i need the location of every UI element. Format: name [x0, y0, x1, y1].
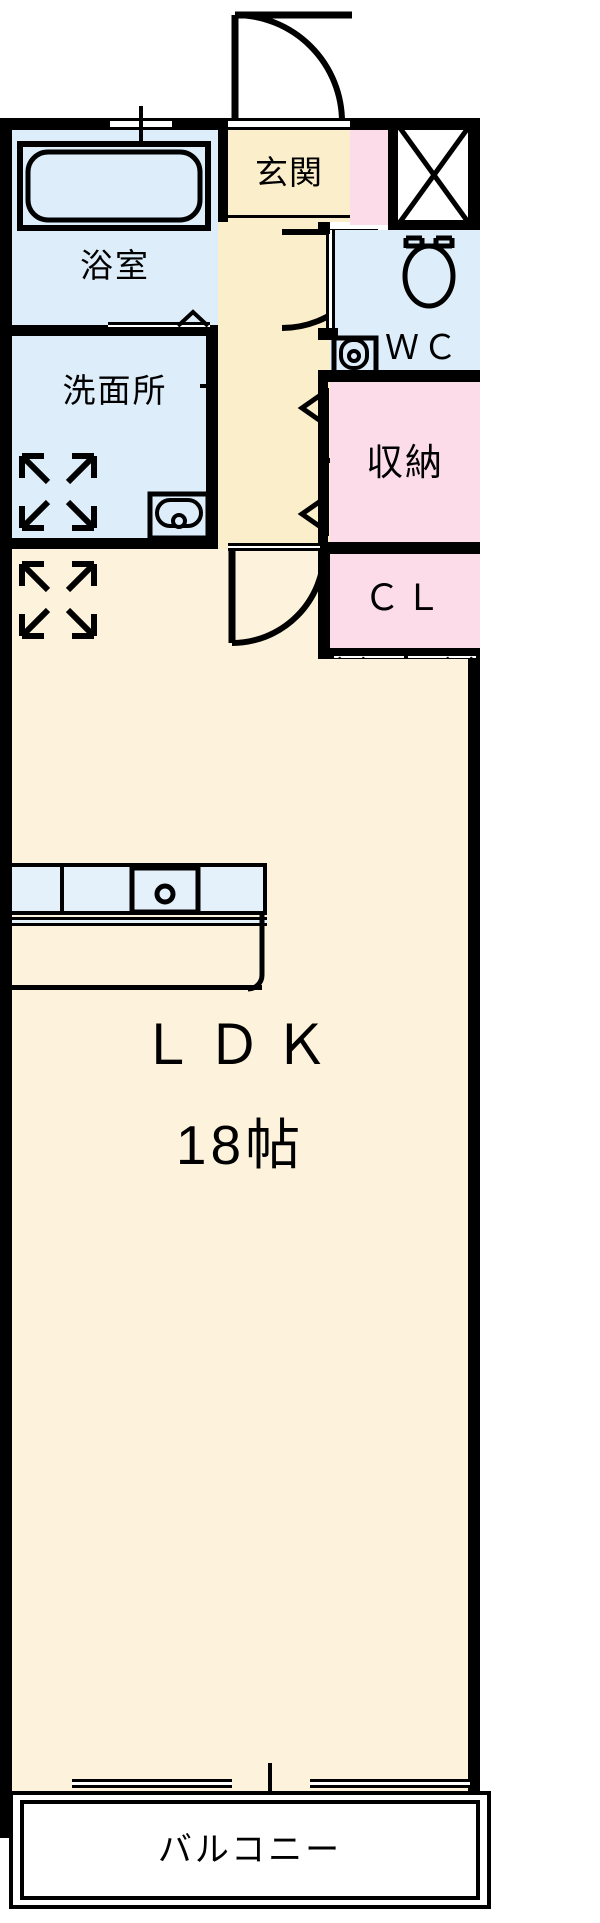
bathroom-window-mullion [139, 106, 143, 144]
vanity-sink-icon [147, 491, 211, 541]
utility-space-icon [19, 561, 97, 639]
room-label-cl: ＣＬ [363, 576, 446, 618]
kitchen-counter-front-edge [12, 917, 267, 926]
bathtub-icon [17, 141, 211, 231]
ldk-door-arc-icon [228, 550, 327, 646]
room-label-genkan: 玄関 [255, 153, 323, 191]
genkan-step-line [228, 215, 350, 218]
shoe-cabinet [350, 130, 388, 225]
bathroom-door-arrow-icon [176, 309, 210, 328]
wall-wc-bottom [318, 370, 480, 382]
wall-washroom-right [206, 336, 218, 549]
room-genkan [228, 130, 350, 222]
room-label-balcony: バルコニー [157, 1831, 343, 1869]
room-shuno [330, 382, 480, 542]
room-label-wc: ＷＣ [385, 328, 461, 367]
room-cl [330, 554, 480, 654]
wall-bath-bottom [0, 325, 218, 336]
balcony-rail [20, 1800, 480, 1900]
kitchen-sink-icon [129, 865, 201, 915]
room-hallway [218, 222, 330, 549]
ldk-door-threshold[interactable] [228, 543, 320, 551]
room-size-ldk: 18帖 [175, 1113, 305, 1176]
wall-storage-left [318, 382, 328, 542]
wall-genkan-left [218, 118, 228, 233]
room-label-senmenjo: 洗面所 [62, 371, 168, 409]
room-label-shuno: 収納 [366, 442, 444, 483]
balcony-window-mullion [268, 1763, 272, 1811]
kitchen-counter-base-line [12, 985, 262, 990]
room-label-ldk: ＬＤＫ [139, 1013, 341, 1076]
wall-genkan-right [388, 118, 398, 228]
front-door-arc-icon [231, 11, 352, 123]
meter-box-x-icon [397, 126, 471, 224]
storage-folding-door-hinge-bottom-icon [297, 497, 324, 531]
washing-machine-space-icon [19, 453, 97, 531]
front-door-threshold [228, 118, 350, 130]
wall-washroom-bottom [0, 538, 218, 549]
wc-door[interactable] [326, 230, 335, 335]
wall-storage-bottom [318, 542, 480, 554]
room-ldk-fill [12, 659, 468, 1799]
room-label-yokushitsu: 浴室 [80, 246, 150, 284]
wall-meterbox-bottom [388, 220, 480, 230]
storage-folding-door-hinge-top-icon [297, 391, 324, 425]
balcony-sliding-window-left[interactable] [72, 1779, 232, 1788]
kitchen-stove-divider [60, 863, 64, 915]
wall-hall-wc [318, 222, 330, 234]
toilet-icon [402, 235, 456, 309]
bathroom-door[interactable] [108, 322, 210, 330]
exterior-wall-left [0, 118, 12, 1838]
balcony-sliding-window-right[interactable] [310, 1779, 470, 1788]
